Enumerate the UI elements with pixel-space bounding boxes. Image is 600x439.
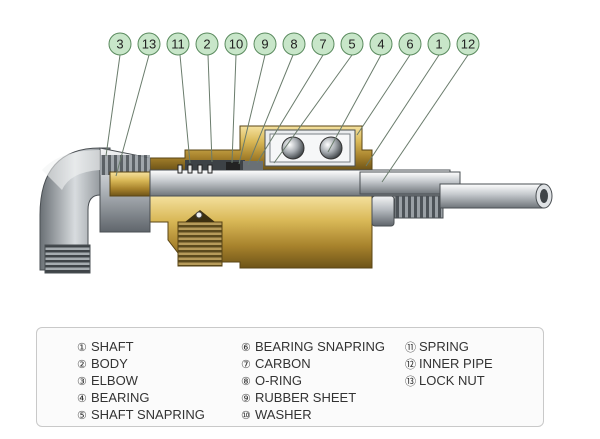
callout-6: 6	[398, 32, 422, 56]
callout-circle	[137, 32, 161, 56]
legend-column-1: ① SHAFT ② BODY ③ ELBOW ④ BEARING ⑤ SHAFT SNAPRING	[77, 339, 205, 424]
callout-label: 2	[203, 37, 210, 52]
legend-label: WASHER	[255, 407, 312, 422]
callout-label: 4	[377, 37, 384, 52]
elbow-part	[39, 147, 151, 274]
legend-label: SHAFT	[91, 339, 134, 354]
legend-label: ELBOW	[91, 373, 138, 388]
parts-legend: ① SHAFT ② BODY ③ ELBOW ④ BEARING ⑤ SHAFT SNAPRING…	[36, 327, 544, 427]
callout-circle	[282, 32, 306, 56]
legend-column-2: ⑥ BEARING SNAPRING ⑦ CARBON ⑧ O-RING ⑨ RUBBER S…	[241, 339, 385, 424]
legend-number: ⑫	[405, 359, 416, 371]
legend-number: ⑩	[241, 410, 251, 422]
legend-number: ②	[77, 359, 87, 371]
callout-circle	[427, 32, 451, 56]
callout-2: 2	[195, 32, 219, 56]
legend-number: ④	[77, 393, 87, 405]
legend-item: ① SHAFT	[77, 339, 205, 356]
shaft-thread	[394, 195, 444, 219]
seal-assembly	[177, 160, 263, 174]
callout-circle	[166, 32, 190, 56]
callout-circle	[311, 32, 335, 56]
callout-label: 12	[461, 37, 475, 52]
ball-bearing-icon	[319, 136, 343, 160]
callout-12: 12	[456, 32, 480, 56]
legend-label: SPRING	[419, 339, 469, 354]
legend-number: ⑨	[241, 393, 251, 405]
callout-circle	[340, 32, 364, 56]
callout-circle	[456, 32, 480, 56]
callout-circle	[224, 32, 248, 56]
legend-item: ⑥ BEARING SNAPRING	[241, 339, 385, 356]
callout-label: 13	[142, 37, 156, 52]
shaft-part	[149, 169, 461, 227]
legend-label: BEARING SNAPRING	[255, 339, 386, 354]
callout-circle	[369, 32, 393, 56]
bearing-part	[264, 129, 356, 167]
legend-item: ⑨ RUBBER SHEET	[241, 390, 385, 407]
callout-circle	[398, 32, 422, 56]
legend-item: ⑩ WASHER	[241, 407, 385, 424]
callout-9: 9	[253, 32, 277, 56]
callout-13: 13	[137, 32, 161, 56]
callout-label: 11	[171, 37, 185, 52]
callout-3: 3	[108, 32, 132, 56]
legend-label: BODY	[91, 356, 128, 371]
legend-item: ⑧ O-RING	[241, 373, 385, 390]
legend-number: ⑪	[405, 342, 416, 354]
legend-label: RUBBER SHEET	[255, 390, 357, 405]
legend-label: SHAFT SNAPRING	[91, 407, 205, 422]
legend-label: BEARING	[91, 390, 150, 405]
legend-item: ② BODY	[77, 356, 205, 373]
callout-label: 8	[290, 37, 297, 52]
legend-item: ③ ELBOW	[77, 373, 205, 390]
legend-item: ⑤ SHAFT SNAPRING	[77, 407, 205, 424]
callout-label: 10	[229, 37, 243, 52]
callout-1: 1	[427, 32, 451, 56]
callout-8: 8	[282, 32, 306, 56]
callout-4: 4	[369, 32, 393, 56]
legend-number: ⑤	[77, 410, 87, 422]
legend-item: ⑦ CARBON	[241, 356, 385, 373]
callout-label: 5	[348, 37, 355, 52]
legend-item: ④ BEARING	[77, 390, 205, 407]
callout-leader-lines	[105, 54, 469, 183]
callout-circle	[253, 32, 277, 56]
callout-circle	[108, 32, 132, 56]
legend-number: ⑧	[241, 376, 251, 388]
legend-label: INNER PIPE	[419, 356, 493, 371]
legend-label: CARBON	[255, 356, 311, 371]
legend-number: ⑥	[241, 342, 251, 354]
legend-number: ⑦	[241, 359, 251, 371]
callout-10: 10	[224, 32, 248, 56]
legend-number: ③	[77, 376, 87, 388]
callout-label: 9	[261, 37, 268, 52]
inner-pipe-part	[439, 183, 553, 209]
callout-label: 6	[406, 37, 413, 52]
bottom-port-thread	[177, 221, 223, 267]
callout-label: 1	[435, 37, 442, 52]
callout-11: 11	[166, 32, 190, 56]
callout-circle	[195, 32, 219, 56]
legend-number: ⑬	[405, 376, 416, 388]
callout-5: 5	[340, 32, 364, 56]
callout-7: 7	[311, 32, 335, 56]
lock-nut-part	[109, 171, 153, 197]
legend-number: ①	[77, 342, 87, 354]
callout-label: 3	[116, 37, 123, 52]
legend-label: LOCK NUT	[419, 373, 485, 388]
legend-label: O-RING	[255, 373, 302, 388]
callout-label: 7	[319, 37, 326, 52]
spring-icon	[177, 164, 213, 174]
